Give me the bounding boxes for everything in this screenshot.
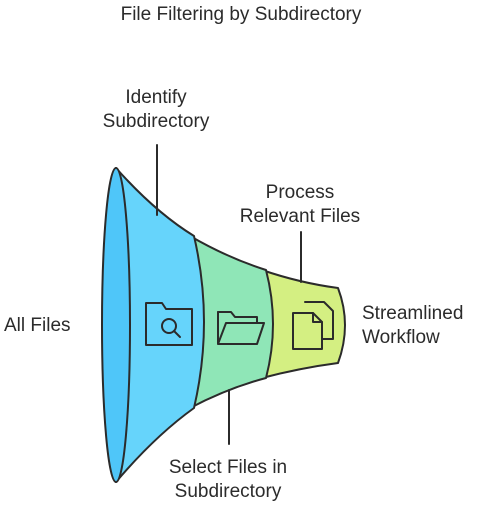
folder-open-icon xyxy=(217,311,265,345)
stage-3-label-line-2: Relevant Files xyxy=(239,206,361,227)
stage-2-label: Select Files in Subdirectory xyxy=(150,456,306,504)
input-label: All Files xyxy=(4,315,71,336)
stage-1-label: Identify Subdirectory xyxy=(84,86,228,134)
output-label-line-1: Streamlined xyxy=(362,303,464,324)
stage-1-label-line-1: Identify xyxy=(125,87,187,108)
output-label-line-2: Workflow xyxy=(362,327,440,348)
folder-search-icon xyxy=(145,302,193,346)
stage-3-label-line-1: Process xyxy=(265,182,335,203)
output-label: Streamlined Workflow xyxy=(362,302,480,350)
diagram-title: File Filtering by Subdirectory xyxy=(120,4,362,25)
files-copy-icon xyxy=(292,301,334,350)
stage-2-label-line-1: Select Files in xyxy=(168,457,288,478)
stage-1-label-line-2: Subdirectory xyxy=(102,111,210,132)
stage-3-label: Process Relevant Files xyxy=(222,181,378,229)
funnel-mouth xyxy=(101,167,131,483)
stage-2-label-line-2: Subdirectory xyxy=(174,481,282,502)
